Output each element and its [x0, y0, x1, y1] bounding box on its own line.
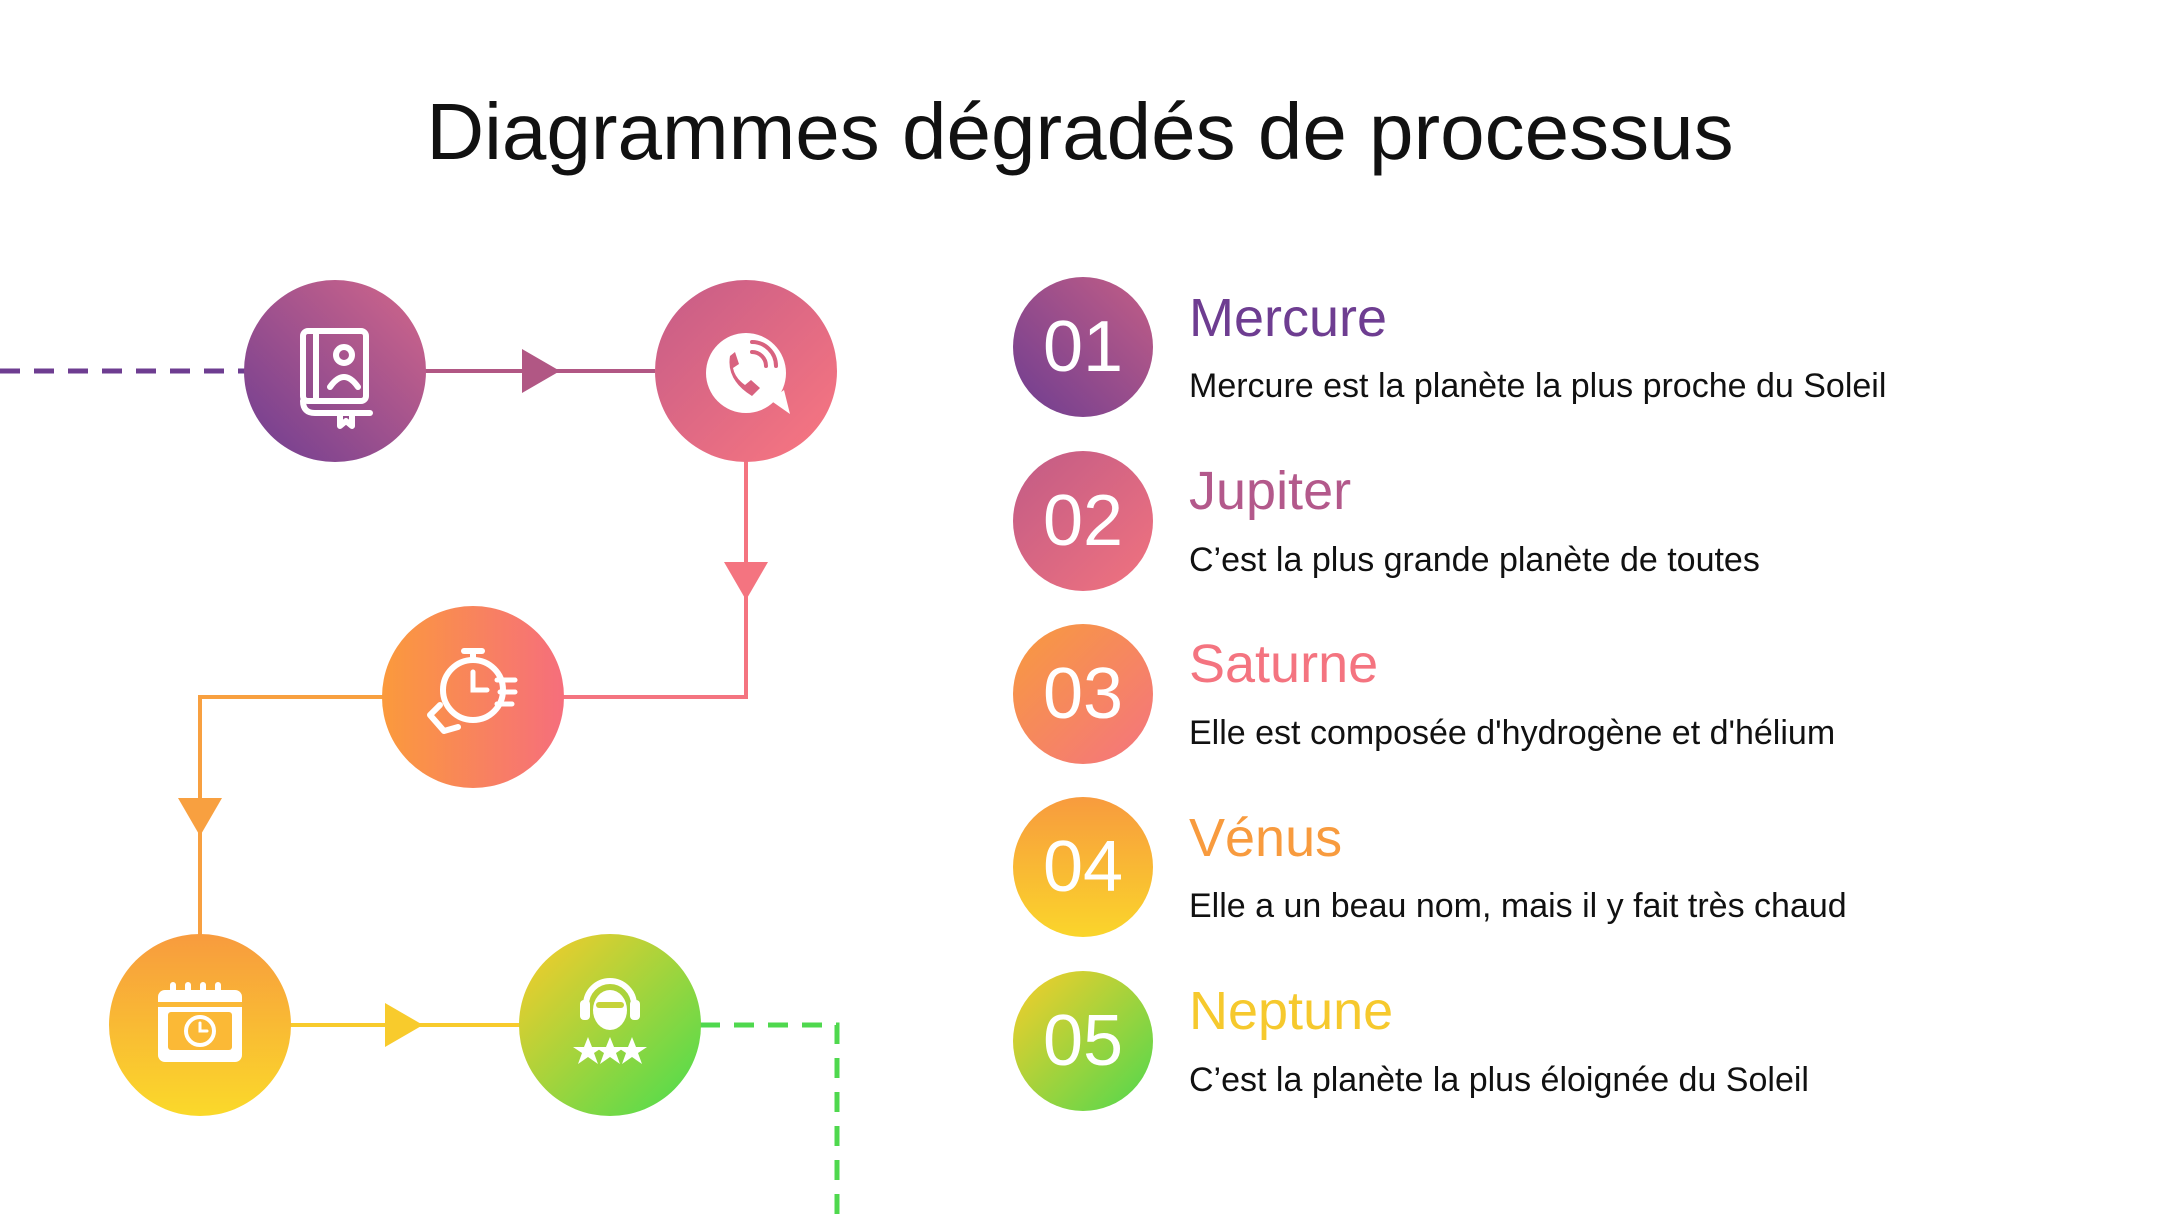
- support-rating-icon: [573, 978, 647, 1064]
- flow-node-5: [519, 934, 701, 1116]
- step-title: Mercure: [1189, 288, 1388, 348]
- fast-time-icon: [427, 648, 518, 734]
- arrow-right-icon: [522, 349, 560, 393]
- step-number-badge: 03: [1042, 654, 1124, 734]
- connector-2-3: [563, 460, 748, 699]
- contact-book-icon: [300, 328, 373, 429]
- page-title: Diagrammes dégradés de processus: [426, 87, 1734, 176]
- step-description: C’est la planète la plus éloignée du Sol…: [1189, 1061, 1809, 1099]
- step-description: Mercure est la planète la plus proche du…: [1189, 367, 1887, 405]
- calendar-clock-icon: [158, 982, 242, 1062]
- step-badge-bg-2: [1013, 451, 1153, 591]
- step-title: Saturne: [1189, 634, 1379, 694]
- step-title: Vénus: [1189, 808, 1343, 868]
- flow-node-4: [109, 934, 291, 1116]
- step-title: Neptune: [1189, 981, 1394, 1041]
- flow-node-1: [244, 280, 426, 462]
- step-badge-bg-5: [1013, 971, 1153, 1111]
- arrow-down-icon: [178, 798, 222, 836]
- step-description: C’est la plus grande planète de toutes: [1189, 541, 1760, 579]
- step-number-badge: 05: [1042, 1001, 1124, 1081]
- connector-3-4: [198, 695, 383, 935]
- step-description: Elle a un beau nom, mais il y fait très …: [1189, 887, 1847, 925]
- phone-call-icon: [706, 333, 790, 414]
- arrow-down-icon: [724, 562, 768, 600]
- dashed-exit-line: [700, 1022, 840, 1215]
- step-description: Elle est composée d'hydrogène et d'héliu…: [1189, 714, 1836, 752]
- flow-node-2: [655, 280, 837, 462]
- arrow-right-icon: [385, 1003, 423, 1047]
- step-title: Jupiter: [1189, 461, 1352, 521]
- step-badge-bg-1: [1013, 277, 1153, 417]
- flow-node-3: [382, 606, 564, 788]
- step-badge-bg-4: [1013, 797, 1153, 937]
- step-number-badge: 02: [1042, 481, 1124, 561]
- step-badge-bg-3: [1013, 624, 1153, 764]
- step-number-badge: 01: [1042, 307, 1124, 387]
- step-number-badge: 04: [1042, 827, 1124, 907]
